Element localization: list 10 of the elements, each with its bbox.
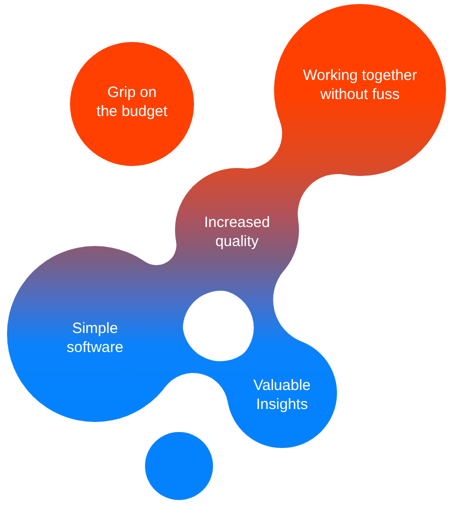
bubble-label: Valuable Insights [253, 376, 311, 414]
bubble [7, 246, 183, 422]
bubble [274, 4, 446, 176]
bubble [145, 432, 213, 500]
bubble [227, 338, 337, 448]
bubble-label: Simple software [66, 319, 124, 357]
bubble-label: Increased quality [204, 213, 270, 251]
bubble [70, 42, 194, 166]
bubble-label: Working together without fuss [303, 66, 417, 104]
bubble-label: Grip on the budget [96, 83, 168, 121]
